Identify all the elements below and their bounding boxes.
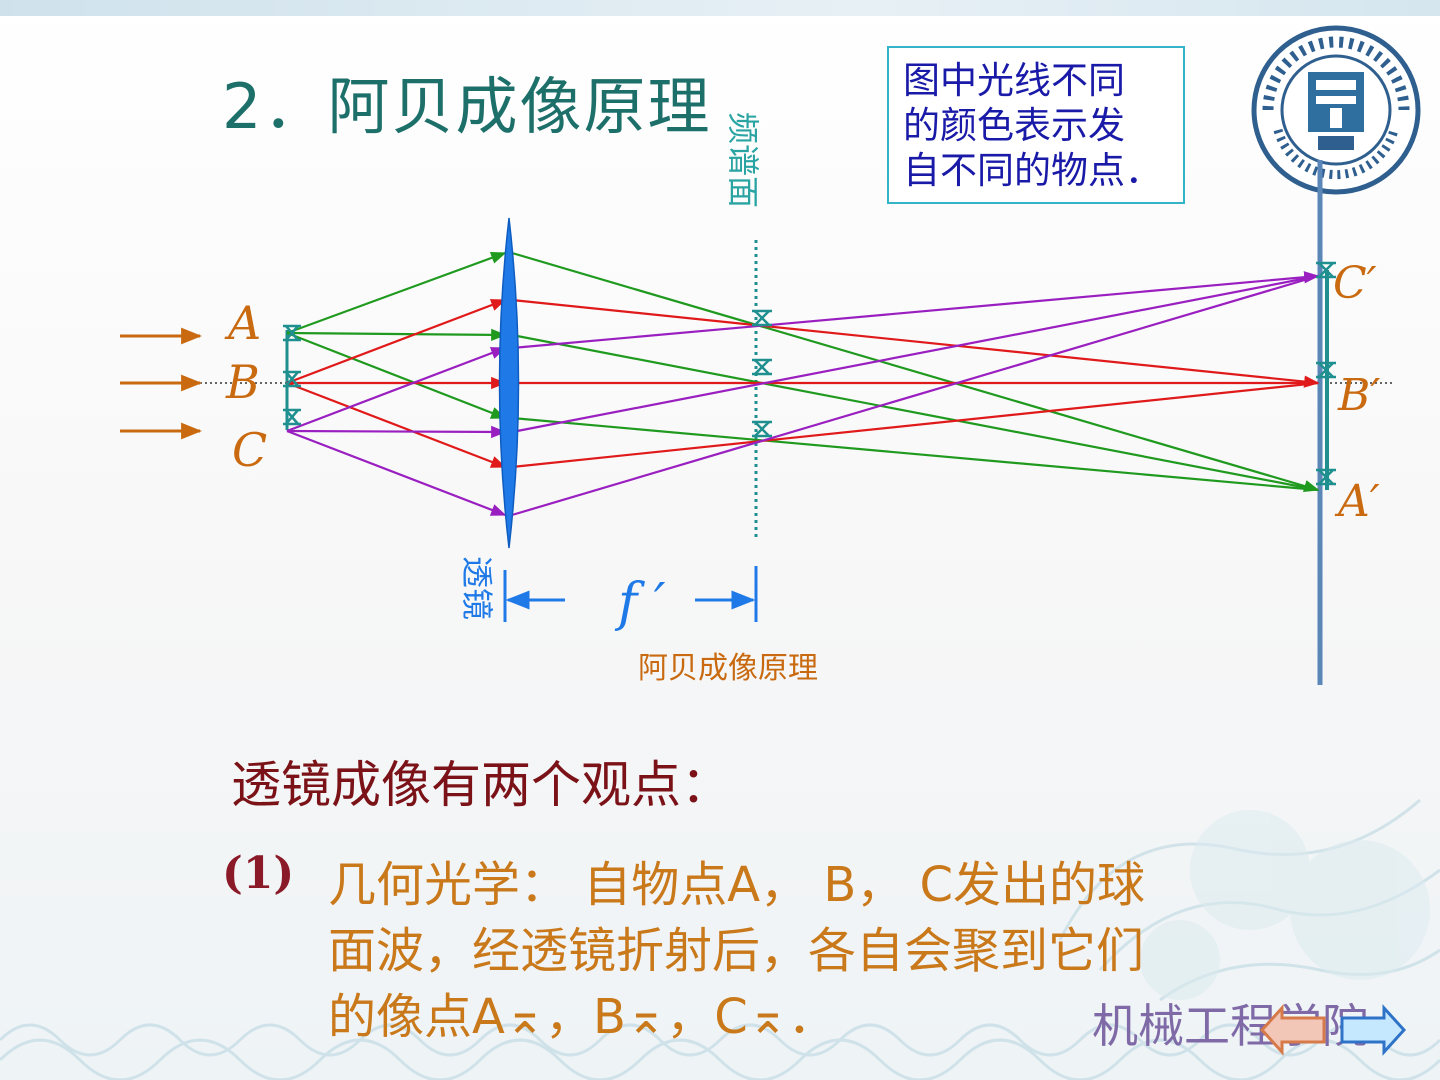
- ray-a: [286, 328, 507, 342]
- spectrum-point-marker: [752, 420, 772, 438]
- ray-b: [286, 298, 507, 385]
- lens: [498, 217, 520, 549]
- arrow-right-icon: [1340, 1004, 1406, 1056]
- top-decor-bar: [0, 0, 1440, 16]
- page-title: 2．阿贝成像原理: [222, 70, 712, 143]
- spectrum-point-marker: [752, 309, 772, 327]
- section-subtitle: 透镜成像有两个观点：: [231, 756, 731, 814]
- item-number: (1): [222, 848, 295, 899]
- item-line: 面波，经透镜折射后，各自会聚到它们: [328, 923, 1145, 979]
- abbe-imaging-diagram: A B C C′ B′ A′ 频谱面 透镜 f ′ 阿贝成像原理: [120, 112, 1395, 686]
- image-point-a-marker: [1316, 468, 1336, 486]
- focal-length-label: f ′: [614, 573, 666, 633]
- image-label-a: A′: [1334, 476, 1380, 527]
- item-line: 几何光学： 自物点A， B， C发出的球: [328, 857, 1146, 913]
- image-point-b-marker: [1316, 361, 1336, 379]
- arrow-left-icon: [1260, 1004, 1326, 1056]
- color-note-box: 图中光线不同 的颜色表示发 自不同的物点．: [887, 46, 1185, 204]
- ray-c: [286, 425, 507, 439]
- spectrum-point-marker: [752, 358, 772, 376]
- object-label-c: C: [232, 423, 267, 477]
- ray-c: [511, 271, 1320, 350]
- note-line: 图中光线不同: [903, 59, 1125, 102]
- note-line: 自不同的物点．: [903, 149, 1162, 192]
- ray-b: [511, 381, 1319, 469]
- ray-a: [511, 333, 1319, 492]
- ray-c: [511, 274, 1319, 434]
- image-label-c: C′: [1333, 258, 1377, 309]
- item-line: 的像点A⌅，B⌅，C⌅．: [328, 989, 836, 1045]
- object-label-b: B: [225, 355, 260, 409]
- ray-c: [286, 346, 507, 433]
- diagram-caption: 阿贝成像原理: [638, 651, 818, 686]
- next-slide-button[interactable]: [1340, 1002, 1406, 1058]
- object-point-b-marker: [283, 370, 301, 388]
- ray-a: [511, 251, 1320, 492]
- previous-slide-button[interactable]: [1260, 1002, 1326, 1058]
- note-line: 的颜色表示发: [903, 104, 1125, 147]
- object-point-c-marker: [283, 408, 301, 426]
- item-text: 几何光学： 自物点A， B， C发出的球 面波，经透镜折射后，各自会聚到它们 的…: [328, 852, 1308, 1050]
- ray-a: [286, 331, 507, 420]
- ray-b: [286, 381, 507, 469]
- university-seal-logo: [1251, 25, 1421, 195]
- image-label-b: B′: [1337, 370, 1380, 421]
- ray-a: [286, 251, 507, 335]
- object-point-a-marker: [283, 324, 301, 342]
- wave-background: [0, 798, 1440, 1080]
- ray-c: [286, 429, 507, 517]
- ray-a: [511, 416, 1319, 492]
- image-point-c-marker: [1316, 261, 1336, 279]
- spectrum-plane-label: 频谱面: [724, 112, 762, 208]
- ray-c: [511, 274, 1319, 517]
- ray-b: [511, 298, 1320, 388]
- object-label-a: A: [224, 296, 261, 350]
- college-label: 机械工程学院: [1092, 999, 1368, 1053]
- lens-label: 透镜: [458, 556, 496, 620]
